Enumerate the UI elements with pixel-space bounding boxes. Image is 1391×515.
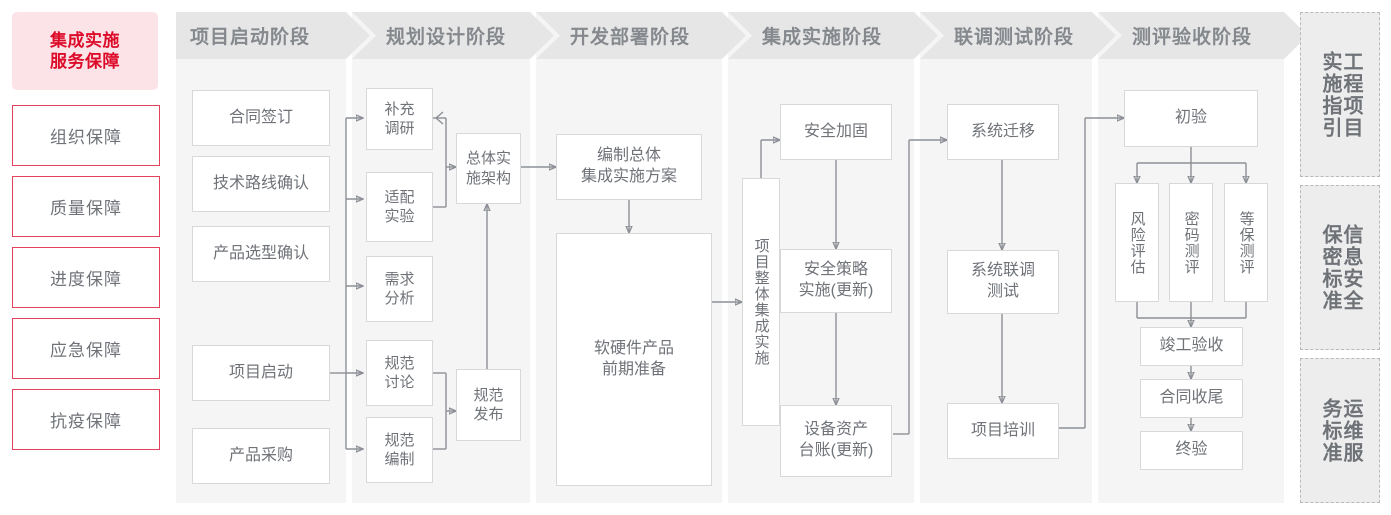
phase-header-planning[interactable]: 规划设计阶段: [352, 12, 554, 59]
phase-header-kickoff[interactable]: 项目启动阶段: [176, 12, 370, 59]
node-requirement-analysis[interactable]: 需求分析: [366, 256, 433, 322]
node-crypto-evaluation[interactable]: 密码测评: [1169, 183, 1213, 302]
node-project-training[interactable]: 项目培训: [947, 403, 1059, 459]
sidebar-item-schedule[interactable]: 进度保障: [12, 247, 160, 308]
guarantee-sidebar: 集成实施 服务保障 组织保障 质量保障 进度保障 应急保障 抗疫保障: [12, 12, 160, 503]
phase-header-development[interactable]: 开发部署阶段: [536, 12, 746, 59]
node-project-kickoff[interactable]: 项目启动: [192, 345, 330, 401]
node-spec-discussion[interactable]: 规范讨论: [366, 340, 433, 406]
node-spec-drafting[interactable]: 规范编制: [366, 417, 433, 483]
sidebar-item-epidemic[interactable]: 抗疫保障: [12, 389, 160, 450]
sidebar-item-quality[interactable]: 质量保障: [12, 176, 160, 237]
sidebar-item-emergency[interactable]: 应急保障: [12, 318, 160, 379]
standard-label-ops: 运维服务标准: [1319, 397, 1362, 464]
standard-card-infosec[interactable]: 信息安全保密标准: [1300, 185, 1380, 350]
node-tech-route-confirm[interactable]: 技术路线确认: [192, 156, 330, 212]
node-adaptation-test[interactable]: 适配实验: [366, 172, 433, 242]
standard-card-engineering[interactable]: 工程项目实施指引: [1300, 12, 1380, 177]
node-security-hardening[interactable]: 安全加固: [780, 104, 892, 160]
standard-label-engineering: 工程项目实施指引: [1319, 50, 1362, 139]
node-level-evaluation[interactable]: 等保测评: [1224, 183, 1268, 302]
node-contract-signing[interactable]: 合同签订: [192, 90, 330, 146]
phase-header-jointtest[interactable]: 联调测试阶段: [920, 12, 1116, 59]
node-overall-architecture[interactable]: 总体实施架构: [456, 133, 521, 204]
node-joint-debug-test[interactable]: 系统联调测试: [947, 250, 1059, 314]
node-spec-publish[interactable]: 规范发布: [456, 369, 521, 441]
node-contract-closure[interactable]: 合同收尾: [1140, 379, 1243, 418]
node-supplementary-research[interactable]: 补充调研: [366, 88, 433, 150]
standard-card-ops[interactable]: 运维服务标准: [1300, 358, 1380, 503]
node-product-purchase[interactable]: 产品采购: [192, 428, 330, 484]
node-final-acceptance[interactable]: 终验: [1140, 431, 1243, 470]
node-overall-integration[interactable]: 项目整体集成实施: [742, 178, 780, 426]
node-system-migration[interactable]: 系统迁移: [947, 104, 1059, 160]
node-security-policy[interactable]: 安全策略实施(更新): [780, 249, 892, 313]
standard-label-infosec: 信息安全保密标准: [1319, 223, 1362, 312]
hero-line-2: 服务保障: [50, 52, 120, 71]
node-product-selection[interactable]: 产品选型确认: [192, 226, 330, 282]
hero-service-guarantee[interactable]: 集成实施 服务保障: [12, 12, 158, 90]
node-hardware-software-prep[interactable]: 软硬件产品前期准备: [556, 233, 712, 486]
hero-line-1: 集成实施: [50, 30, 120, 50]
phase-header-integration[interactable]: 集成实施阶段: [728, 12, 938, 59]
sidebar-item-organization[interactable]: 组织保障: [12, 105, 160, 166]
node-overall-plan-doc[interactable]: 编制总体集成实施方案: [556, 134, 702, 200]
node-first-acceptance[interactable]: 初验: [1124, 90, 1258, 147]
node-completion-acceptance[interactable]: 竣工验收: [1140, 327, 1243, 366]
node-asset-ledger[interactable]: 设备资产台账(更新): [780, 405, 892, 477]
phase-header-acceptance[interactable]: 测评验收阶段: [1098, 12, 1308, 59]
node-risk-evaluation[interactable]: 风险评估: [1115, 183, 1159, 302]
